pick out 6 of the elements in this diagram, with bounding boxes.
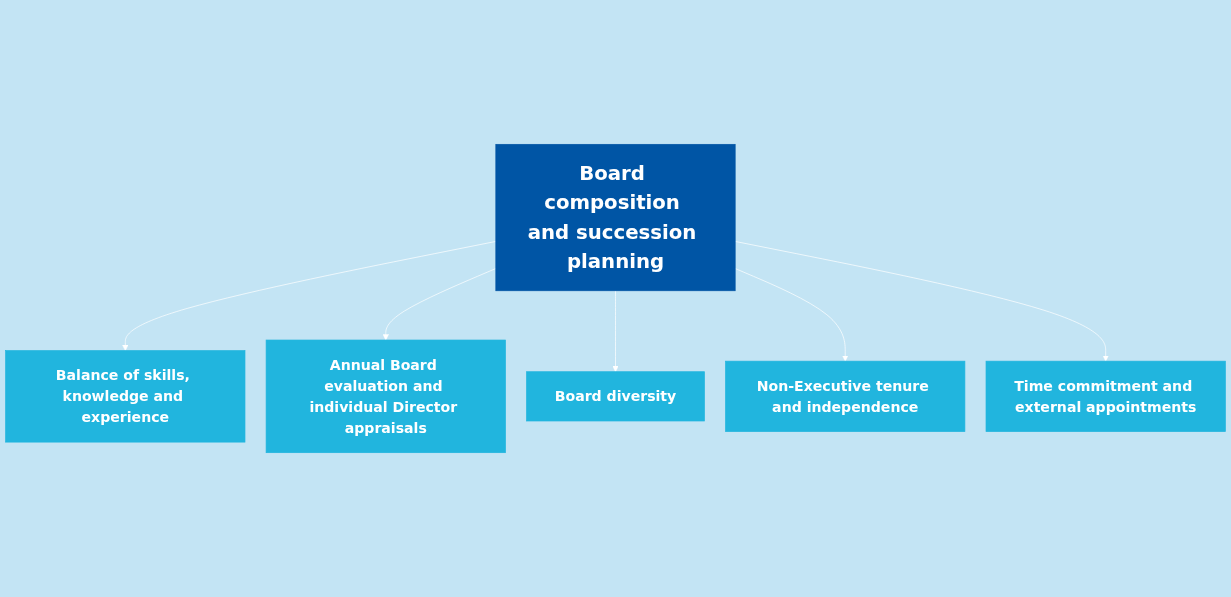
node-box: Non-Executive tenure and independence xyxy=(725,360,966,432)
node-box: Time commitment and external appointments xyxy=(985,360,1226,432)
node-box: Annual Board evaluation and individual Director appraisals xyxy=(265,339,506,454)
node-box: Balance of skills, knowledge and experience xyxy=(5,350,246,443)
node-box: Board diversity xyxy=(526,371,705,422)
node-box: Board composition and succession planning xyxy=(495,144,736,292)
